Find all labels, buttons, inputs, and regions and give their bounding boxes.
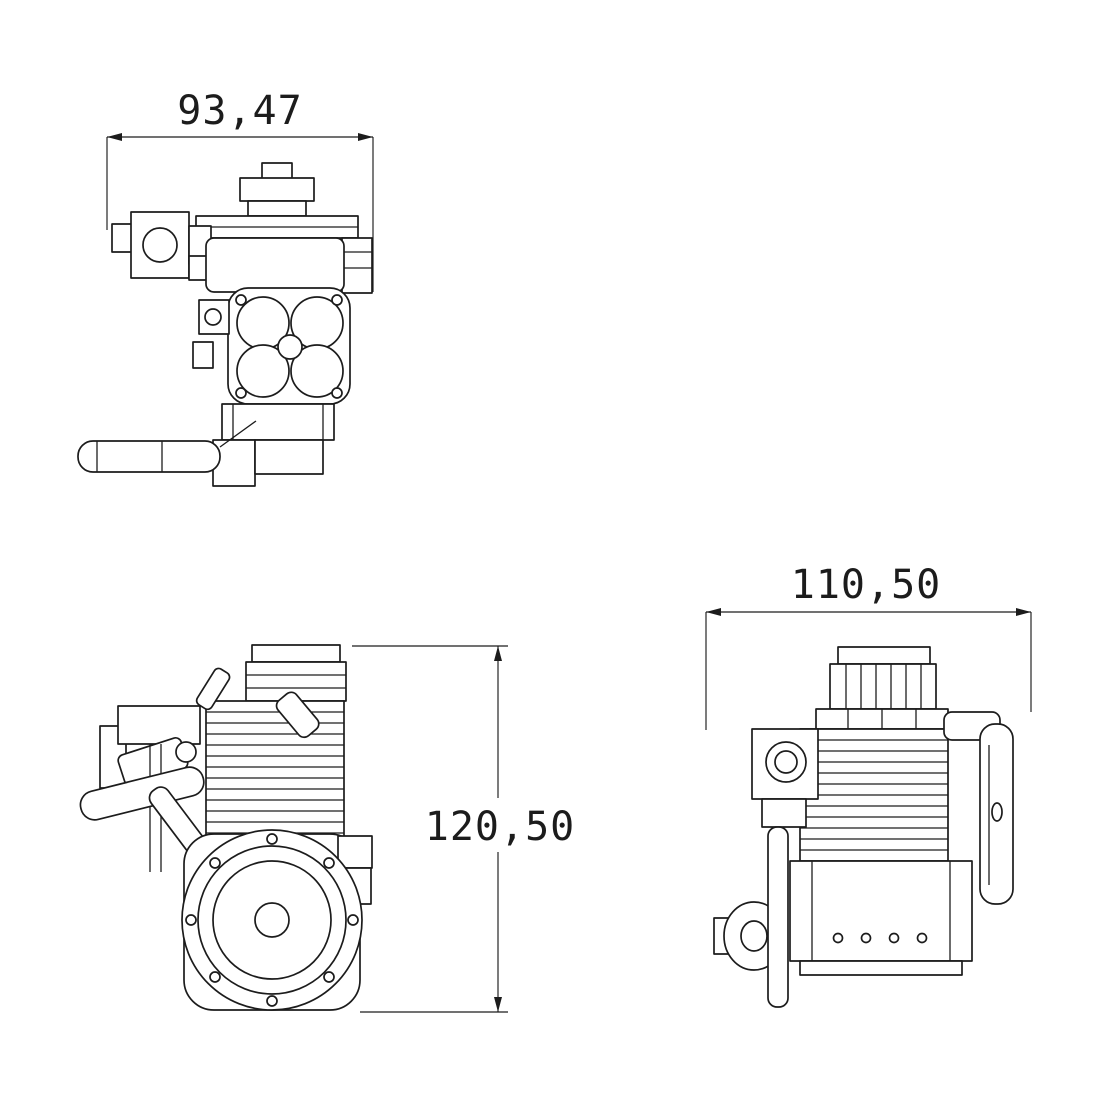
side-view-cylinder-fins bbox=[799, 728, 949, 862]
dimension-front-view-height: 120,50 bbox=[352, 645, 576, 1013]
side-view-pulley bbox=[713, 826, 789, 1008]
side-view-drawing bbox=[713, 646, 1014, 1008]
front-view-head bbox=[245, 644, 347, 702]
front-view-drawing bbox=[79, 644, 373, 1011]
arrowhead bbox=[358, 133, 373, 141]
arrowhead bbox=[706, 608, 721, 616]
arrowhead bbox=[494, 997, 502, 1012]
side-view-head bbox=[815, 646, 949, 730]
front-view-crankcase bbox=[181, 829, 363, 1011]
top-view-left-fittings bbox=[192, 299, 230, 369]
top-view-carburetor bbox=[111, 211, 212, 281]
side-view-carburetor bbox=[751, 728, 819, 828]
top-view-muffler bbox=[77, 420, 257, 473]
front-view-carburetor bbox=[79, 705, 205, 872]
dimension-label-height: 120,50 bbox=[425, 804, 576, 850]
front-view-right-bracket bbox=[337, 835, 373, 869]
top-view-head-stack bbox=[239, 162, 315, 217]
side-view-crankcase bbox=[789, 860, 973, 976]
dimension-label-top-width: 93,47 bbox=[177, 88, 302, 134]
side-view-mount-strap bbox=[767, 826, 789, 1008]
top-view-lower-body bbox=[221, 403, 335, 441]
front-view-cylinder-fins bbox=[205, 700, 345, 846]
dimension-side-view-width: 110,50 bbox=[705, 562, 1032, 730]
arrowhead bbox=[1016, 608, 1031, 616]
dimension-top-view-width: 93,47 bbox=[106, 88, 374, 292]
side-view-exhaust-pipe bbox=[943, 711, 1014, 905]
top-view-head-cover bbox=[227, 287, 351, 405]
arrowhead bbox=[107, 133, 122, 141]
front-view-valve-fitting bbox=[195, 667, 231, 711]
top-view-right-tab bbox=[341, 237, 373, 294]
top-view-upper-body bbox=[205, 237, 345, 293]
front-view-spark-plug bbox=[275, 691, 320, 739]
arrowhead bbox=[494, 646, 502, 661]
dimension-label-side-width: 110,50 bbox=[791, 562, 942, 608]
top-view-drawing bbox=[77, 162, 373, 487]
